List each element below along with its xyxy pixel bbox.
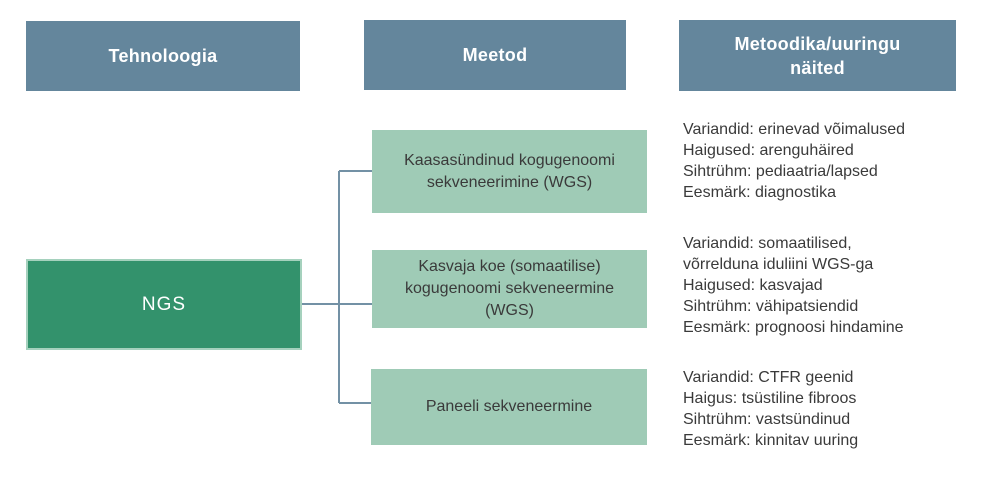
example-line: Haigus: tsüstiline fibroos <box>683 390 857 407</box>
method-node-panel-seq-label: Paneeli sekveneermine <box>425 398 593 415</box>
header-technology-column: Tehnoloogia <box>26 21 300 91</box>
example-line: Eesmärk: prognoosi hindamine <box>683 319 904 336</box>
method-node-congenital-wgs: Kaasasündinud kogugenoomi sekveneerimine… <box>372 130 647 213</box>
example-line: Haigused: arenguhäired <box>683 142 854 159</box>
header-examples-column: Metoodika/uuringu näited <box>679 20 956 91</box>
header-technology-label: Tehnoloogia <box>108 46 218 66</box>
header-method-label: Meetod <box>462 45 528 65</box>
example-line: Haigused: kasvajad <box>683 277 823 294</box>
example-block-somatic: Variandid: somaatilised, võrrelduna idul… <box>683 233 983 338</box>
example-line: Sihtrühm: vastsündinud <box>683 411 851 428</box>
example-line: Variandid: somaatilised, <box>683 235 852 252</box>
method-node-somatic-wgs-label: Kasvaja koe (somaatilise) kogugenoomi se… <box>404 258 614 319</box>
example-line: Eesmärk: diagnostika <box>683 184 836 201</box>
ngs-node-label: NGS <box>141 293 187 315</box>
example-line: Eesmärk: kinnitav uuring <box>683 432 859 449</box>
header-method-column: Meetod <box>364 20 626 90</box>
example-line: võrrelduna iduliini WGS-ga <box>683 256 874 273</box>
ngs-node: NGS <box>26 259 302 350</box>
method-node-somatic-wgs: Kasvaja koe (somaatilise) kogugenoomi se… <box>372 250 647 328</box>
example-block-congenital: Variandid: erinevad võimalused Haigused:… <box>683 119 983 203</box>
method-node-panel-seq: Paneeli sekveneermine <box>371 369 647 445</box>
example-line: Sihtrühm: pediaatria/lapsed <box>683 163 878 180</box>
example-block-panel: Variandid: CTFR geenid Haigus: tsüstilin… <box>683 367 983 451</box>
example-line: Variandid: CTFR geenid <box>683 369 854 386</box>
method-node-congenital-wgs-label: Kaasasündinud kogugenoomi sekveneerimine… <box>404 151 615 191</box>
example-line: Sihtrühm: vähipatsiendid <box>683 298 859 315</box>
example-line: Variandid: erinevad võimalused <box>683 121 906 138</box>
header-examples-label: Metoodika/uuringu näited <box>734 33 901 78</box>
